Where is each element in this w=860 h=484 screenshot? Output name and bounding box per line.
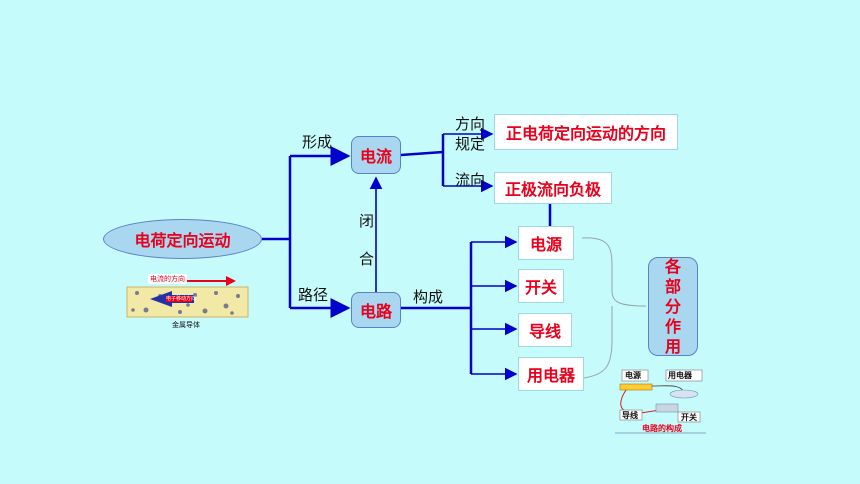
caption-electron-direction: 电子移动方向 [166,296,197,302]
node-power-source: 电源 [518,226,574,260]
label-close-1: 闭 [359,212,375,230]
node-direction-definition: 正电荷定向运动的方向 [494,114,678,150]
label-rule: 规定 [455,135,486,153]
roles-char-4: 作 [664,316,681,336]
roles-char-5: 用 [664,336,681,356]
circuit-caption: 电路的构成 [642,424,682,433]
label-compose: 构成 [413,288,444,306]
node-wire: 导线 [518,313,572,347]
roles-char-1: 各 [664,256,681,276]
label-flow: 流向 [455,171,486,189]
circuit-label-appliance: 用电器 [668,371,692,380]
roles-bracket [581,237,647,379]
node-charge-motion: 电荷定向运动 [103,219,262,259]
circuit-label-wire: 导线 [622,411,638,420]
node-current: 电流 [351,136,401,174]
circuit-illustration [615,369,706,434]
roles-char-3: 分 [664,296,681,316]
current-out-line [400,150,444,157]
node-flow-direction: 正极流向负极 [494,172,612,204]
caption-metal-conductor: 金属导体 [172,321,200,329]
roles-char-2: 部 [664,276,681,296]
label-close-2: 合 [359,250,375,268]
node-roles: 各 部 分 作 用 [648,257,698,356]
label-form: 形成 [302,133,333,151]
caption-current-direction: 电流的方向 [148,274,187,284]
node-circuit: 电路 [351,292,401,328]
circuit-label-power: 电源 [625,371,641,380]
conductor-illustration [126,276,249,318]
node-appliance: 用电器 [518,357,584,391]
label-direction: 方向 [455,115,486,133]
circuit-label-switch: 开关 [681,413,697,422]
label-path: 路径 [298,286,329,304]
node-switch: 开关 [518,269,564,303]
